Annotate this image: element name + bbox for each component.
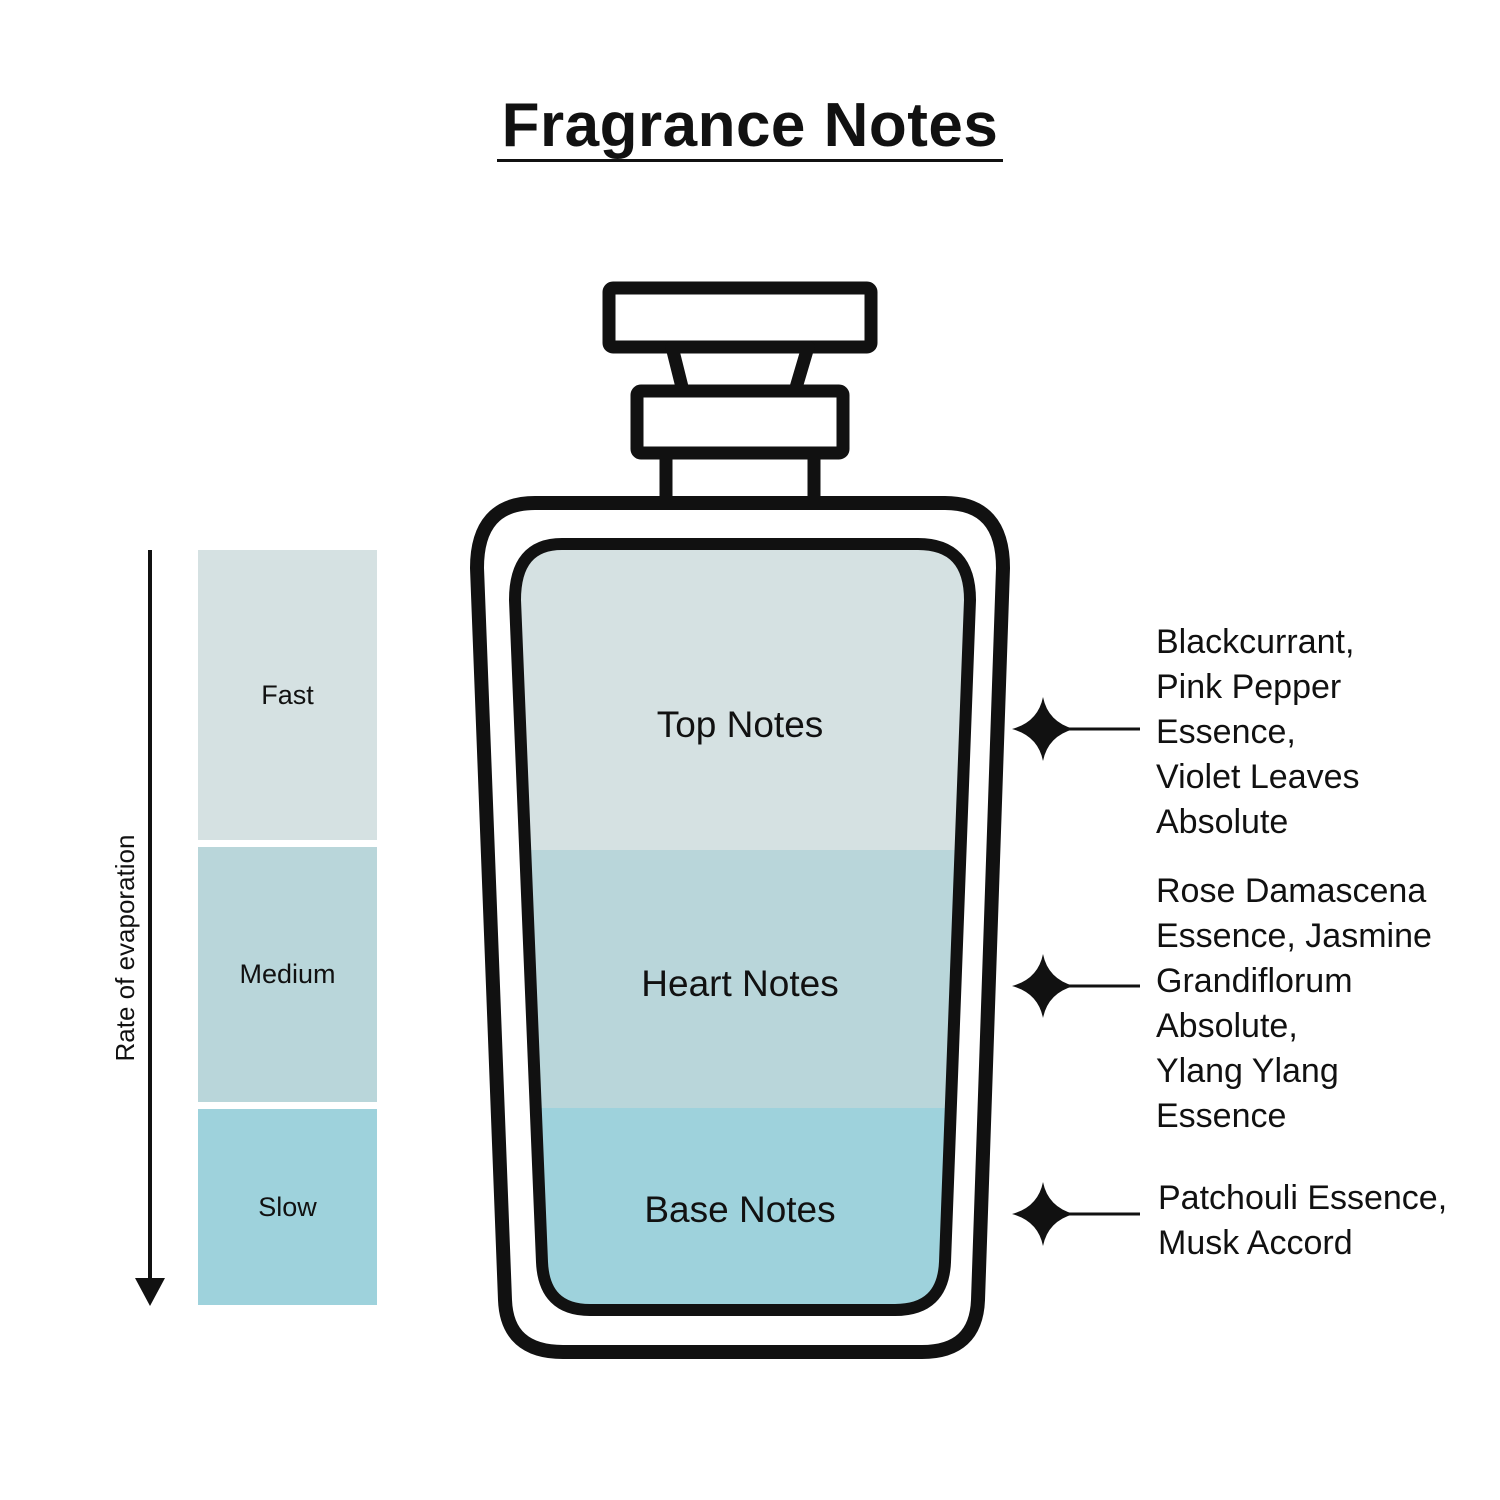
heart-notes-ingredients: Rose Damascena Essence, Jasmine Grandifl… <box>1156 869 1432 1139</box>
arrow-down-icon <box>135 1278 165 1306</box>
bottle-cap-stem <box>665 340 815 398</box>
bottle-inner-outline <box>509 538 976 1316</box>
rate-band-slow: Slow <box>198 1109 377 1305</box>
ingredient-line: Essence, Jasmine <box>1156 917 1432 955</box>
base-notes-connector <box>1012 1182 1140 1246</box>
layer-label-base: Base Notes <box>644 1189 836 1230</box>
ingredient-line: Essence <box>1156 1097 1287 1135</box>
layer-label-heart: Heart Notes <box>641 963 839 1004</box>
title-underline <box>497 159 1003 162</box>
ingredient-line: Blackcurrant, <box>1156 623 1355 661</box>
rate-band-label: Medium <box>239 959 336 989</box>
layer-label-top: Top Notes <box>656 704 824 745</box>
ingredient-line: Musk Accord <box>1158 1224 1353 1262</box>
sparkle-icon <box>1012 1182 1074 1246</box>
liquid-layer-top <box>515 544 970 850</box>
base-notes-ingredients: Patchouli Essence, Musk Accord <box>1158 1176 1447 1266</box>
liquid-layer-heart <box>515 850 970 1108</box>
rate-band-label: Fast <box>261 679 314 710</box>
heart-notes-connector <box>1012 954 1140 1018</box>
liquid-layer-base <box>515 1108 970 1310</box>
sparkle-icon <box>1012 954 1074 1018</box>
ingredient-line: Ylang Ylang <box>1156 1052 1339 1090</box>
evaporation-axis-line <box>148 550 152 1280</box>
bottle-cap-top <box>602 281 878 354</box>
ingredient-line: Essence, <box>1156 713 1296 751</box>
ingredient-line: Patchouli Essence, <box>1158 1179 1448 1217</box>
ingredient-line: Absolute <box>1156 803 1289 841</box>
top-notes-ingredients: Blackcurrant, Pink Pepper Essence, Viole… <box>1156 620 1360 845</box>
bottle-collar <box>630 384 850 460</box>
ingredient-line: Rose Damascena <box>1156 872 1427 910</box>
ingredient-line: Grandiflorum <box>1156 962 1353 1000</box>
rate-band-label: Slow <box>258 1191 317 1222</box>
ingredient-line: Absolute, <box>1156 1007 1298 1045</box>
rate-band-fast: Fast <box>198 550 377 840</box>
ingredient-line: Pink Pepper <box>1156 668 1342 706</box>
ingredient-line: Violet Leaves <box>1156 758 1360 796</box>
rate-band-medium: Medium <box>198 847 377 1102</box>
page-title: Fragrance Notes <box>501 91 999 160</box>
sparkle-icon <box>1012 697 1074 761</box>
top-notes-connector <box>1012 697 1140 761</box>
